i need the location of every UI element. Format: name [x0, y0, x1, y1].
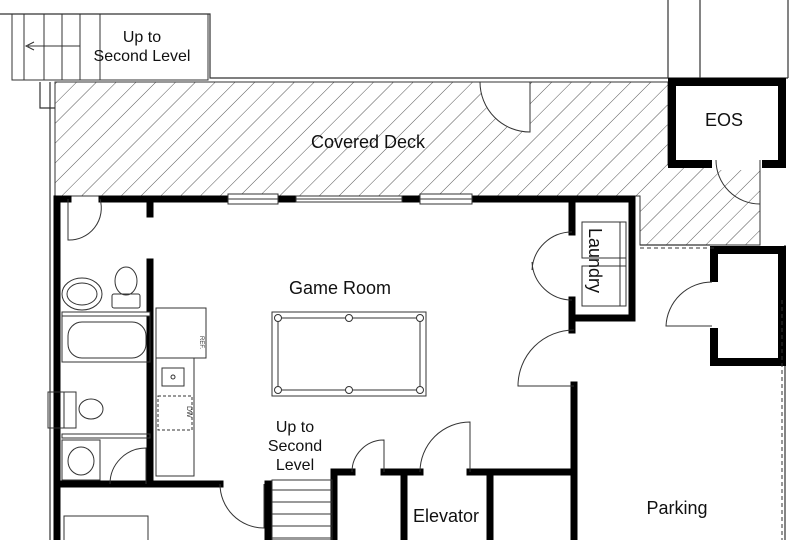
- covered-deck-label: Covered Deck: [310, 132, 426, 152]
- elevator-label: Elevator: [412, 506, 480, 526]
- parking-label: Parking: [646, 498, 708, 518]
- dishwasher-label: DW: [185, 406, 192, 418]
- upper-stairs-label-line2: Second Level: [93, 48, 191, 65]
- laundry-machines: [581, 221, 627, 307]
- top-wall-windows: [227, 193, 473, 205]
- lower-stairs-label-line1: Up to: [275, 419, 315, 436]
- deck-door-swing: [479, 81, 531, 133]
- refrigerator-label: REF.: [198, 336, 204, 349]
- lower-stairs-label-line2: Second: [267, 438, 323, 455]
- upper-stairs: [11, 13, 209, 81]
- lower-stairs-label-line3: Level: [275, 457, 315, 474]
- bathroom-fixtures: [47, 266, 151, 481]
- pool-table: [271, 311, 427, 397]
- lower-stairs: [271, 479, 333, 540]
- main-walls: [53, 195, 636, 540]
- eos-room: [668, 78, 786, 205]
- covered-deck-area: [54, 81, 761, 246]
- laundry-label: Laundry: [585, 228, 605, 293]
- upper-stairs-label: Up to Second Level: [80, 28, 204, 66]
- lower-stairs-label: Up to Second Level: [258, 418, 332, 475]
- interior-door-swings: [67, 198, 575, 529]
- side-storage-room: [640, 246, 786, 540]
- upper-stairs-label-line1: Up to: [122, 29, 162, 46]
- eos-label: EOS: [704, 110, 743, 130]
- kitchenette: [155, 307, 207, 477]
- game-room-label: Game Room: [288, 278, 392, 298]
- bottom-left-room: [63, 515, 149, 540]
